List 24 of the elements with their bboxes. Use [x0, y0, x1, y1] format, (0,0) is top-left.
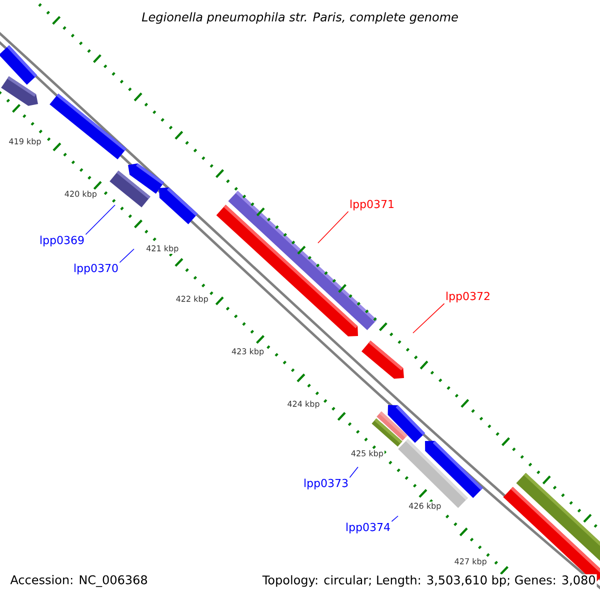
- tick-label: 419 kbp: [8, 137, 42, 147]
- gene-label: lpp0371: [350, 200, 394, 210]
- title: Legionella pneumophila str. Paris, complete genome: [142, 12, 458, 24]
- gene-label: lpp0372: [446, 292, 490, 302]
- tick-label: 423 kbp: [230, 347, 266, 357]
- tick-label: 427 kbp: [453, 557, 488, 567]
- tick-label: 426 kbp: [408, 502, 442, 512]
- gene-label: lpp0370: [74, 264, 118, 274]
- tick-label: 422 kbp: [174, 294, 210, 304]
- tick-label: 424 kbp: [286, 400, 321, 410]
- leader-line: [318, 211, 349, 244]
- gene-label: lpp0369: [40, 236, 84, 246]
- leader-line: [412, 303, 445, 334]
- tick-label: 420 kbp: [63, 190, 98, 200]
- leader-line: [349, 466, 358, 478]
- gene-label: lpp0373: [304, 478, 348, 490]
- accession-text: Accession: NC_006368: [9, 574, 149, 588]
- leader-line: [391, 516, 398, 522]
- leader-line: [85, 204, 116, 235]
- leader-line: [119, 248, 134, 263]
- summary-text: Topology: circular; Length: 3,503,610 bp; Genes: 3,080: [261, 574, 597, 588]
- tick-label: 425 kbp: [350, 449, 384, 459]
- gene-label: lpp0374: [346, 522, 390, 534]
- tick-label: 421 kbp: [145, 244, 180, 254]
